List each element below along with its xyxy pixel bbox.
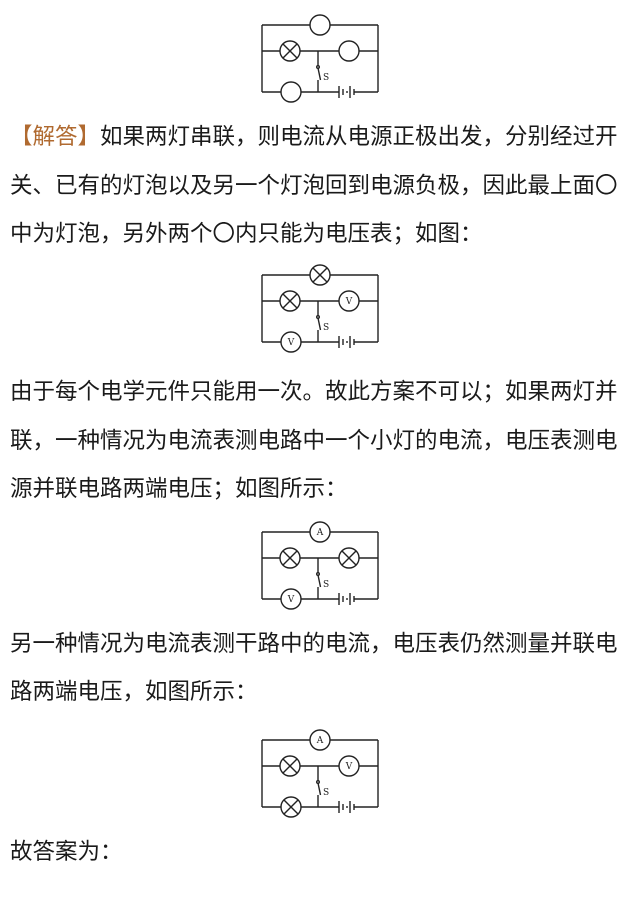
lamp-icon xyxy=(309,264,331,286)
text-line-6: 源并联电路两端电压；如图所示： xyxy=(10,476,348,502)
circle-outline xyxy=(338,290,360,312)
circle-outline xyxy=(279,547,301,569)
text-line-3: 中为灯泡，另外两个〇内只能为电压表；如图： xyxy=(10,221,483,247)
lamp-cross xyxy=(282,758,298,774)
switch-label: S xyxy=(323,580,329,590)
circle-outline xyxy=(280,796,302,818)
switch-blade xyxy=(317,574,322,588)
text-line-2: 关、已有的灯泡以及另一个灯泡回到电源负极，因此最上面〇 xyxy=(10,173,618,199)
battery-icon xyxy=(338,336,355,348)
circle-outline xyxy=(309,14,331,36)
empty-meter-circle xyxy=(309,14,331,36)
lamp-icon xyxy=(279,290,301,312)
voltmeter-icon: V xyxy=(280,588,302,610)
switch-pivot xyxy=(315,64,320,69)
lamp-icon xyxy=(279,40,301,62)
circle-outline xyxy=(338,40,360,62)
circle-outline xyxy=(279,755,301,777)
lamp-cross xyxy=(312,267,328,283)
circuit-diagram-4: S A V xyxy=(261,729,379,818)
voltmeter-icon: V xyxy=(280,331,302,353)
switch-icon: S xyxy=(315,766,329,807)
switch-icon: S xyxy=(315,51,329,92)
empty-meter-circle xyxy=(280,81,302,103)
circle-outline xyxy=(309,521,331,543)
lamp-cross xyxy=(282,550,298,566)
switch-pivot xyxy=(315,779,320,784)
meter-label: A xyxy=(316,528,324,538)
lamp-cross xyxy=(282,293,298,309)
voltmeter-icon: V xyxy=(338,290,360,312)
lamp-cross xyxy=(282,43,298,59)
switch-icon: S xyxy=(315,301,329,342)
circle-outline xyxy=(280,81,302,103)
text-line-1: 【解答】如果两灯串联，则电流从电源正极出发，分别经过开 xyxy=(10,122,618,152)
text-line-4: 由于每个电学元件只能用一次。故此方案不可以；如果两灯并 xyxy=(10,379,618,405)
battery-icon xyxy=(338,801,355,813)
switch-icon: S xyxy=(315,558,329,599)
meter-label: V xyxy=(287,595,295,605)
switch-pivot xyxy=(315,314,320,319)
switch-pivot xyxy=(315,571,320,576)
switch-blade xyxy=(317,782,322,796)
switch-blade xyxy=(317,317,322,331)
text-line-9: 故答案为： xyxy=(10,839,123,865)
meter-label: A xyxy=(316,736,324,746)
text-line-7: 另一种情况为电流表测干路中的电流，电压表仍然测量并联电 xyxy=(10,631,618,657)
circle-outline xyxy=(279,290,301,312)
lamp-cross xyxy=(283,799,299,815)
ammeter-icon: A xyxy=(309,729,331,751)
ammeter-icon: A xyxy=(309,521,331,543)
battery-icon xyxy=(338,86,355,98)
circle-outline xyxy=(338,547,360,569)
text-line-8: 路两端电压，如图所示： xyxy=(10,679,258,705)
circuit-diagram-3: S A V xyxy=(261,521,379,610)
circuit-diagram-1: S xyxy=(261,14,379,103)
circle-outline xyxy=(309,264,331,286)
lamp-icon xyxy=(279,547,301,569)
lamp-icon xyxy=(338,547,360,569)
circuit-diagram-2: S V V xyxy=(261,264,379,353)
empty-meter-circle xyxy=(338,40,360,62)
circle-outline xyxy=(280,331,302,353)
switch-label: S xyxy=(323,323,329,333)
lamp-icon xyxy=(280,796,302,818)
meter-label: V xyxy=(287,338,295,348)
circle-outline xyxy=(309,729,331,751)
text-line-5: 联，一种情况为电流表测电路中一个小灯的电流，电压表测电 xyxy=(10,428,618,454)
meter-label: V xyxy=(345,297,353,307)
switch-label: S xyxy=(323,788,329,798)
circle-outline xyxy=(280,588,302,610)
meter-label: V xyxy=(345,762,353,772)
circle-outline xyxy=(279,40,301,62)
answer-tag: 【解答】 xyxy=(10,124,101,150)
lamp-icon xyxy=(279,755,301,777)
text-span: 如果两灯串联，则电流从电源正极出发，分别经过开 xyxy=(100,124,618,150)
lamp-cross xyxy=(341,550,357,566)
voltmeter-icon: V xyxy=(338,755,360,777)
switch-blade xyxy=(317,67,322,81)
circle-outline xyxy=(338,755,360,777)
switch-label: S xyxy=(323,73,329,83)
battery-icon xyxy=(338,593,355,605)
